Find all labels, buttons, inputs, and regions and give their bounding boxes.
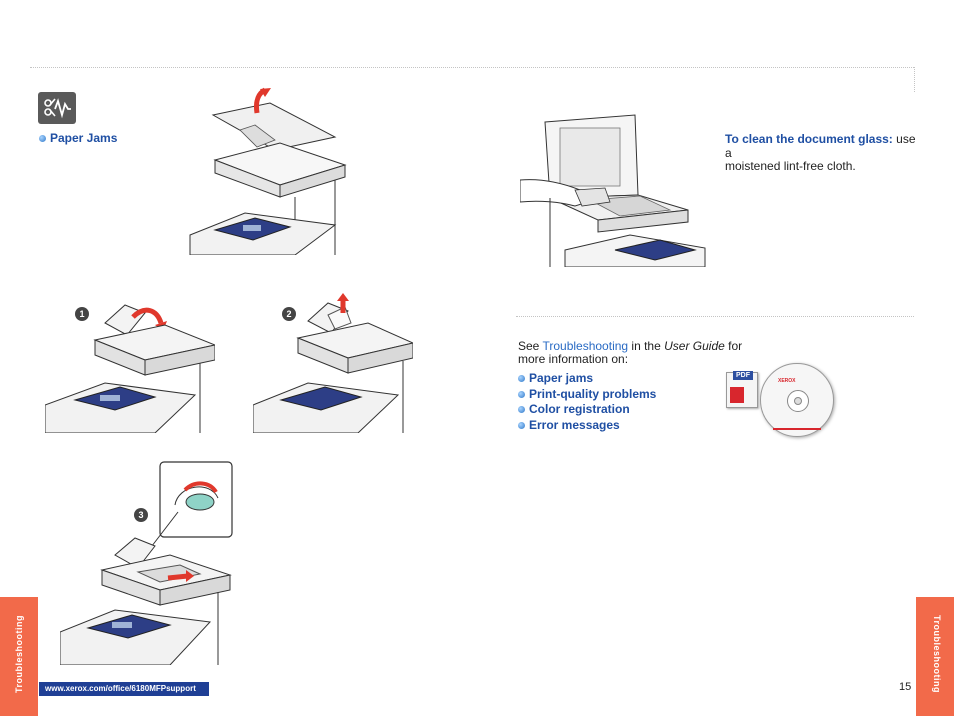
list-item[interactable]: Color registration (518, 402, 656, 418)
clean-glass-heading: To clean the document glass: (725, 132, 893, 146)
see-also-text: See Troubleshooting in the User Guide fo… (518, 340, 758, 366)
header-rule-end (914, 67, 915, 92)
side-tab-right: Troubleshooting (916, 597, 954, 716)
list-item[interactable]: Print-quality problems (518, 387, 656, 403)
bullet-icon (518, 406, 525, 414)
see-also-line2: more information on: (518, 352, 629, 366)
see-also-prefix: See (518, 339, 543, 353)
printer-illustration-adf-open (45, 295, 215, 433)
support-url-link[interactable]: www.xerox.com/office/6180MFPsupport (39, 682, 209, 696)
section-rule (516, 316, 914, 317)
bullet-icon (518, 390, 525, 398)
clean-glass-text-line1: use a (725, 132, 916, 160)
see-also-middle: in the (628, 339, 665, 353)
step-1-badge: 1 (75, 307, 89, 321)
printer-illustration-lid-open (185, 85, 350, 255)
clean-glass-text-line2: moistened lint-free cloth. (725, 159, 856, 173)
side-tab-right-label: Troubleshooting (932, 615, 942, 693)
bullet-icon (518, 421, 525, 429)
pdf-badge: PDF (733, 371, 753, 380)
troubleshooting-icon (38, 92, 76, 124)
printer-illustration-clean-glass (520, 110, 708, 267)
side-tab-left-label: Troubleshooting (14, 615, 24, 693)
clean-glass-text: To clean the document glass: use a moist… (725, 132, 925, 174)
user-guide-link[interactable]: Troubleshooting (542, 339, 629, 353)
see-also-suffix: for (724, 339, 743, 353)
printer-illustration-remove-jam (253, 293, 413, 433)
list-item[interactable]: Paper jams (518, 371, 656, 387)
bullet-icon (518, 375, 525, 383)
software-cd-icon[interactable]: XEROX (760, 363, 834, 437)
step-3-badge: 3 (134, 508, 148, 522)
cd-brand: XEROX (778, 378, 796, 384)
bullet-icon (39, 135, 46, 143)
pdf-document-icon: PDF (726, 371, 758, 408)
page-number: 15 (899, 681, 912, 693)
user-guide-title: User Guide (664, 339, 725, 353)
paper-jams-label[interactable]: Paper Jams (39, 131, 117, 145)
topic-list: Paper jams Print-quality problems Color … (518, 371, 656, 433)
side-tab-left: Troubleshooting (0, 597, 38, 716)
printer-illustration-adf-knob (60, 460, 235, 665)
step-2-badge: 2 (282, 307, 296, 321)
list-item[interactable]: Error messages (518, 418, 656, 434)
header-rule (30, 67, 914, 68)
